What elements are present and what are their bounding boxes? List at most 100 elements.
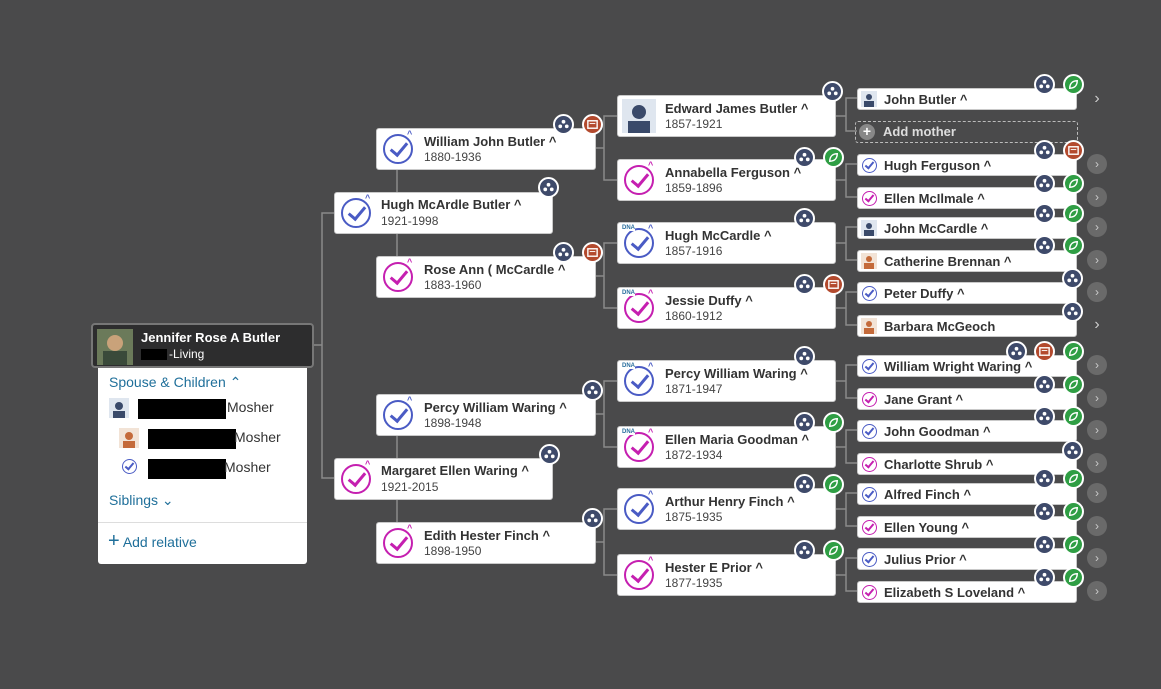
leaf-icon[interactable] bbox=[823, 540, 844, 561]
leaf-icon[interactable] bbox=[1063, 341, 1084, 362]
hint-people-icon[interactable] bbox=[1034, 140, 1055, 161]
hint-people-icon[interactable] bbox=[553, 242, 574, 263]
person-card-small[interactable]: William Wright Waring ^ bbox=[857, 355, 1077, 377]
chevron-right-icon[interactable]: › bbox=[1087, 483, 1107, 503]
chevron-right-icon[interactable]: › bbox=[1094, 316, 1100, 333]
person-card-small[interactable]: John Butler ^ bbox=[857, 88, 1077, 110]
person-card[interactable]: ^ Edith Hester Finch ^ 1898-1950 bbox=[376, 522, 596, 564]
leaf-icon[interactable] bbox=[823, 474, 844, 495]
hint-people-icon[interactable] bbox=[1034, 567, 1055, 588]
leaf-icon[interactable] bbox=[823, 412, 844, 433]
chevron-right-icon[interactable]: › bbox=[1094, 90, 1100, 107]
chevron-right-icon[interactable]: › bbox=[1087, 250, 1107, 270]
hint-people-icon[interactable] bbox=[582, 508, 603, 529]
hint-people-icon[interactable] bbox=[794, 147, 815, 168]
record-icon[interactable] bbox=[582, 242, 603, 263]
leaf-icon[interactable] bbox=[1063, 235, 1084, 256]
chevron-right-icon[interactable]: › bbox=[1087, 548, 1107, 568]
person-card-small[interactable]: John Goodman ^ bbox=[857, 420, 1077, 442]
hint-people-icon[interactable] bbox=[1034, 534, 1055, 555]
hint-people-icon[interactable] bbox=[538, 177, 559, 198]
hint-people-icon[interactable] bbox=[1034, 74, 1055, 95]
leaf-icon[interactable] bbox=[1063, 501, 1084, 522]
leaf-icon[interactable] bbox=[1063, 406, 1084, 427]
chevron-right-icon[interactable]: › bbox=[1087, 420, 1107, 440]
hint-people-icon[interactable] bbox=[794, 208, 815, 229]
person-card[interactable]: DNA ^ Hugh McCardle ^ 1857-1916 bbox=[617, 222, 836, 264]
hint-people-icon[interactable] bbox=[794, 274, 815, 295]
person-card[interactable]: ^ Rose Ann ( McCardle ^ 1883-1960 bbox=[376, 256, 596, 298]
hint-people-icon[interactable] bbox=[1034, 406, 1055, 427]
spouse-name[interactable]: Mosher bbox=[227, 399, 274, 415]
hint-people-icon[interactable] bbox=[1034, 501, 1055, 522]
person-card-small[interactable]: John McCardle ^ bbox=[857, 217, 1077, 239]
hint-people-icon[interactable] bbox=[582, 380, 603, 401]
leaf-icon[interactable] bbox=[1063, 173, 1084, 194]
person-card[interactable]: DNA ^ Percy William Waring ^ 1871-1947 bbox=[617, 360, 836, 402]
person-card[interactable]: ^ Arthur Henry Finch ^ 1875-1935 bbox=[617, 488, 836, 530]
record-icon[interactable] bbox=[823, 274, 844, 295]
person-card-small[interactable]: Elizabeth S Loveland ^ bbox=[857, 581, 1077, 603]
chevron-right-icon[interactable]: › bbox=[1087, 154, 1107, 174]
hint-people-icon[interactable] bbox=[1062, 268, 1083, 289]
person-card-small[interactable]: Charlotte Shrub ^ bbox=[857, 453, 1077, 475]
hint-people-icon[interactable] bbox=[553, 114, 574, 135]
chevron-right-icon[interactable]: › bbox=[1087, 388, 1107, 408]
chevron-right-icon[interactable]: › bbox=[1087, 217, 1107, 237]
record-icon[interactable] bbox=[1034, 341, 1055, 362]
chevron-right-icon[interactable]: › bbox=[1087, 516, 1107, 536]
chevron-right-icon[interactable]: › bbox=[1087, 187, 1107, 207]
leaf-icon[interactable] bbox=[823, 147, 844, 168]
person-card-small[interactable]: Peter Duffy ^ bbox=[857, 282, 1077, 304]
hint-people-icon[interactable] bbox=[794, 346, 815, 367]
person-card-small[interactable]: Catherine Brennan ^ bbox=[857, 250, 1077, 272]
hint-people-icon[interactable] bbox=[794, 474, 815, 495]
person-card-father[interactable]: ^ Hugh McArdle Butler ^ 1921-1998 bbox=[334, 192, 553, 234]
person-dates: 1860-1912 bbox=[665, 309, 723, 323]
leaf-icon[interactable] bbox=[1063, 468, 1084, 489]
hint-people-icon[interactable] bbox=[1006, 341, 1027, 362]
chevron-right-icon[interactable]: › bbox=[1087, 355, 1107, 375]
person-card-small[interactable]: Barbara McGeoch bbox=[857, 315, 1077, 337]
record-icon[interactable] bbox=[582, 114, 603, 135]
hint-people-icon[interactable] bbox=[1034, 235, 1055, 256]
leaf-icon[interactable] bbox=[1063, 74, 1084, 95]
chevron-right-icon[interactable]: › bbox=[1087, 581, 1107, 601]
hint-people-icon[interactable] bbox=[1034, 203, 1055, 224]
siblings-toggle[interactable]: Siblings ⌄ bbox=[109, 492, 174, 509]
person-card-small[interactable]: Hugh Ferguson ^ bbox=[857, 154, 1077, 176]
leaf-icon[interactable] bbox=[1063, 203, 1084, 224]
add-mother-button[interactable]: + Add mother bbox=[855, 121, 1078, 143]
person-card[interactable]: ^ Hester E Prior ^ 1877-1935 bbox=[617, 554, 836, 596]
person-card-small[interactable]: Alfred Finch ^ bbox=[857, 483, 1077, 505]
root-person-card[interactable]: Jennifer Rose A Butler -Living bbox=[91, 323, 314, 368]
person-card[interactable]: ^ Percy William Waring ^ 1898-1948 bbox=[376, 394, 596, 436]
hint-people-icon[interactable] bbox=[794, 540, 815, 561]
chevron-right-icon[interactable]: › bbox=[1087, 282, 1107, 302]
hint-people-icon[interactable] bbox=[1062, 301, 1083, 322]
leaf-icon[interactable] bbox=[1063, 534, 1084, 555]
leaf-icon[interactable] bbox=[1063, 374, 1084, 395]
spouse-name[interactable]: Mosher bbox=[224, 459, 271, 475]
hint-people-icon[interactable] bbox=[539, 444, 560, 465]
person-card[interactable]: Edward James Butler ^ 1857-1921 bbox=[617, 95, 836, 137]
person-card[interactable]: ^ William John Butler ^ 1880-1936 bbox=[376, 128, 596, 170]
add-relative-button[interactable]: + Add relative bbox=[108, 531, 197, 551]
hint-people-icon[interactable] bbox=[1062, 440, 1083, 461]
person-card-mother[interactable]: ^ Margaret Ellen Waring ^ 1921-2015 bbox=[334, 458, 553, 500]
spouse-children-toggle[interactable]: Spouse & Children ⌃ bbox=[109, 374, 241, 391]
person-card-small[interactable]: Jane Grant ^ bbox=[857, 388, 1077, 410]
hint-people-icon[interactable] bbox=[1034, 173, 1055, 194]
person-card[interactable]: DNA ^ Ellen Maria Goodman ^ 1872-1934 bbox=[617, 426, 836, 468]
hint-people-icon[interactable] bbox=[794, 412, 815, 433]
person-card-small[interactable]: Ellen Young ^ bbox=[857, 516, 1077, 538]
hint-people-icon[interactable] bbox=[1034, 374, 1055, 395]
person-card-small[interactable]: Ellen McIlmale ^ bbox=[857, 187, 1077, 209]
person-card-small[interactable]: Julius Prior ^ bbox=[857, 548, 1077, 570]
spouse-name[interactable]: Mosher bbox=[234, 429, 281, 445]
chevron-right-icon[interactable]: › bbox=[1087, 453, 1107, 473]
hint-people-icon[interactable] bbox=[1034, 468, 1055, 489]
leaf-icon[interactable] bbox=[1063, 567, 1084, 588]
record-icon[interactable] bbox=[1063, 140, 1084, 161]
hint-people-icon[interactable] bbox=[822, 81, 843, 102]
